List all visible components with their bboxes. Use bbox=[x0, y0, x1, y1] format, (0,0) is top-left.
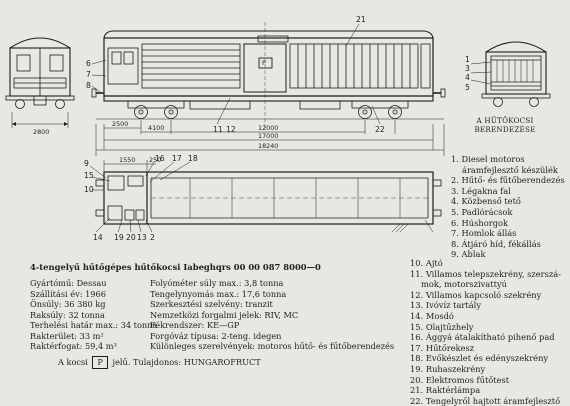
callout-number: 16 bbox=[155, 154, 165, 163]
spec-line: Raktérfogat: 59,4 m³ bbox=[30, 341, 117, 351]
legend-item: 2. Hűtő- és fűtőberendezés bbox=[451, 175, 565, 186]
legend-item: 6. Húshorgok bbox=[451, 217, 509, 228]
spec-line: Fékrendszer: KE—GP bbox=[150, 320, 240, 330]
dim-text: 12000 bbox=[258, 124, 278, 132]
legend-list: 1. Diesel motoros áramfejlesztő készülék… bbox=[451, 154, 570, 260]
end-view-left bbox=[5, 37, 75, 128]
spec-line: Folyóméter súly max.: 3,8 tonna bbox=[150, 278, 284, 288]
spec-line: Raksúly: 32 tonna bbox=[30, 309, 105, 320]
specs-left: Gyártómű: Dessau Szállítási év: 1966 Öns… bbox=[30, 278, 157, 352]
callout-number: 18 bbox=[188, 154, 198, 163]
dim-end-width: 2800 bbox=[33, 128, 49, 136]
callout-number: 13 bbox=[137, 233, 147, 242]
owner-box: P bbox=[92, 356, 108, 369]
legend-item: 12. Villamos kapcsoló szekrény bbox=[410, 289, 542, 300]
callout-number: 10 bbox=[84, 185, 94, 194]
callout-number: 2 bbox=[150, 233, 155, 242]
callout-number: 9 bbox=[84, 159, 89, 168]
side-view bbox=[91, 22, 446, 156]
spec-line: Terhelési határ max.: 34 tonna bbox=[30, 320, 158, 330]
callout-number: 22 bbox=[375, 125, 385, 134]
legend-item: 8. Átjáró híd, fékállás bbox=[451, 238, 541, 249]
legend-item: 4. Közbenső tető bbox=[451, 196, 521, 207]
spec-line: Forgóváz típusa: 2-teng. idegen bbox=[150, 330, 282, 341]
specs-right: Folyóméter súly max.: 3,8 tonna Tengelyn… bbox=[150, 278, 394, 352]
dim-text: 18240 bbox=[258, 142, 278, 150]
legend-heading-line: A HŰTŐKOCSI bbox=[476, 116, 534, 125]
legend-item: 15. Olajtűzhely bbox=[410, 321, 474, 332]
dim-text: 250 bbox=[149, 156, 161, 164]
dim-text: 2500 bbox=[112, 120, 128, 128]
end-view-right bbox=[470, 41, 551, 107]
legend-item: mok, motorszivattyú bbox=[421, 279, 507, 290]
legend-item: 20. Elektromos fűtőtest bbox=[410, 374, 510, 385]
callout-number: 5 bbox=[465, 83, 470, 92]
spec-line: Szállítási év: 1966 bbox=[30, 288, 106, 299]
legend-item: 19. Ruhaszekrény bbox=[410, 363, 486, 374]
figure-caption: 4-tengelyű hűtőgépes hűtőkocsi Iabeghqrs… bbox=[30, 262, 321, 272]
callout-number: 17 bbox=[172, 154, 182, 163]
spec-line: Önsúly: 36 380 kg bbox=[30, 299, 106, 309]
legend-heading: A HŰTŐKOCSI BERENDEZÉSE bbox=[455, 116, 555, 134]
legend-item: 16. Ággyá átalakítható pihenő pad bbox=[410, 332, 555, 343]
owner-prefix: A kocsi bbox=[58, 357, 88, 367]
callout-number: 6 bbox=[86, 59, 91, 68]
plan-view bbox=[95, 160, 442, 233]
spec-line: Tengelynyomás max.: 17,6 tonna bbox=[150, 288, 287, 299]
legend-item: 18. Evőkészlet és edényszekrény bbox=[410, 353, 549, 364]
callout-number: 21 bbox=[356, 15, 366, 24]
legend-item: 14. Mosdó bbox=[410, 310, 454, 321]
callout-number: 1 bbox=[465, 55, 470, 64]
legend-item: 7. Homlok állás bbox=[451, 228, 517, 239]
legend-item: 1. Diesel motoros bbox=[451, 154, 525, 164]
spec-line: Gyártómű: Dessau bbox=[30, 278, 107, 288]
spec-line: Különleges szerelvények: motoros hűtő- é… bbox=[150, 341, 395, 351]
legend-item: 13. Ivóvíz tartály bbox=[410, 300, 482, 311]
legend-item: 3. Légakna fal bbox=[451, 185, 511, 196]
spec-line: Szerkesztési szelvény: tranzit bbox=[150, 299, 273, 309]
owner-line: A kocsi P jelű. Tulajdonos: HUNGAROFRUCT bbox=[58, 356, 261, 369]
legend-item: 5. Padlórácsok bbox=[451, 206, 513, 217]
dim-text: 17000 bbox=[258, 132, 278, 140]
callout-number: 4 bbox=[465, 73, 470, 82]
callout-number: 19 bbox=[114, 233, 124, 242]
side-mark: P bbox=[262, 59, 266, 67]
legend-item: 21. Raktérlámpa bbox=[410, 385, 481, 396]
legend-item: áramfejlesztő készülék bbox=[462, 164, 558, 175]
callout-number: 7 bbox=[86, 70, 91, 79]
owner-suffix: jelű. Tulajdonos: HUNGAROFRUCT bbox=[112, 357, 261, 367]
legend-item: 11. Villamos telepszekrény, szerszá- bbox=[410, 268, 561, 279]
dim-text: 4100 bbox=[148, 124, 164, 132]
callout-number: 14 bbox=[93, 233, 103, 242]
legend-heading-line: BERENDEZÉSE bbox=[474, 125, 536, 134]
callout-number: 20 bbox=[126, 233, 136, 242]
callout-number: 3 bbox=[465, 64, 470, 73]
dim-text: 1550 bbox=[119, 156, 135, 164]
callout-number: 12 bbox=[226, 125, 236, 134]
callout-number: 15 bbox=[84, 171, 94, 180]
legend-item: 10. Ajtó bbox=[410, 258, 443, 268]
callout-number: 8 bbox=[86, 81, 91, 90]
legend-list-2: 10. Ajtó 11. Villamos telepszekrény, sze… bbox=[410, 258, 570, 406]
spec-line: Nemzetközi forgalmi jelek: RIV, MC bbox=[150, 309, 299, 320]
legend-item: 17. Hűtőrekesz bbox=[410, 342, 475, 353]
spec-line: Rakterület: 33 m² bbox=[30, 330, 104, 341]
callout-number: 11 bbox=[213, 125, 223, 134]
legend-item: 22. Tengelyről hajtott áramfejlesztő bbox=[410, 395, 561, 406]
legend-item: 9. Ablak bbox=[451, 249, 486, 260]
